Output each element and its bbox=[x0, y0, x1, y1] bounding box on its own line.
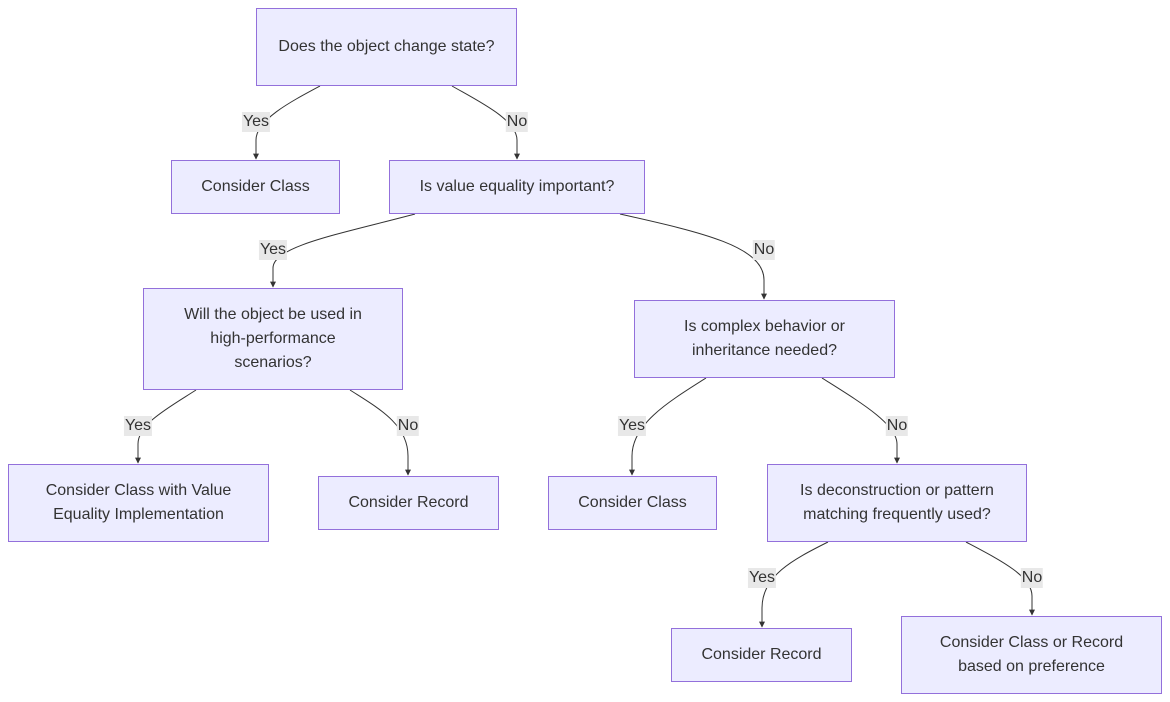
result-class-value-equality: Consider Class with Value Equality Imple… bbox=[8, 464, 269, 542]
decision-high-performance: Will the object be used in high-performa… bbox=[143, 288, 403, 390]
decision-value-equality: Is value equality important? bbox=[389, 160, 645, 214]
edge-state-no bbox=[451, 85, 520, 160]
edge-decon-yes bbox=[759, 541, 829, 628]
edge-value-no bbox=[619, 213, 767, 300]
edge-perf-yes bbox=[135, 389, 197, 464]
edge-label-perf-no: No bbox=[396, 416, 420, 436]
edge-label-value-yes: Yes bbox=[258, 240, 288, 260]
edge-complex-no bbox=[821, 377, 900, 464]
result-consider-record-1: Consider Record bbox=[318, 476, 499, 530]
edge-label-value-no: No bbox=[752, 240, 776, 260]
edge-label-perf-yes: Yes bbox=[123, 416, 153, 436]
edge-label-complex-yes: Yes bbox=[617, 416, 647, 436]
result-consider-class-2: Consider Class bbox=[548, 476, 717, 530]
result-class-or-record: Consider Class or Record based on prefer… bbox=[901, 616, 1162, 694]
edge-decon-no bbox=[965, 541, 1035, 616]
edge-value-yes bbox=[270, 213, 416, 288]
result-consider-record-2: Consider Record bbox=[671, 628, 852, 682]
edge-label-decon-yes: Yes bbox=[747, 568, 777, 588]
edge-label-decon-no: No bbox=[1020, 568, 1044, 588]
edge-state-yes bbox=[253, 85, 321, 160]
decision-object-change-state: Does the object change state? bbox=[256, 8, 517, 86]
edge-label-state-no: No bbox=[505, 112, 529, 132]
edge-label-complex-no: No bbox=[885, 416, 909, 436]
edge-perf-no bbox=[349, 389, 411, 476]
decision-complex-behavior: Is complex behavior or inheritance neede… bbox=[634, 300, 895, 378]
decision-deconstruction: Is deconstruction or pattern matching fr… bbox=[767, 464, 1027, 542]
edge-label-state-yes: Yes bbox=[241, 112, 271, 132]
result-consider-class-1: Consider Class bbox=[171, 160, 340, 214]
edge-complex-yes bbox=[629, 377, 707, 476]
